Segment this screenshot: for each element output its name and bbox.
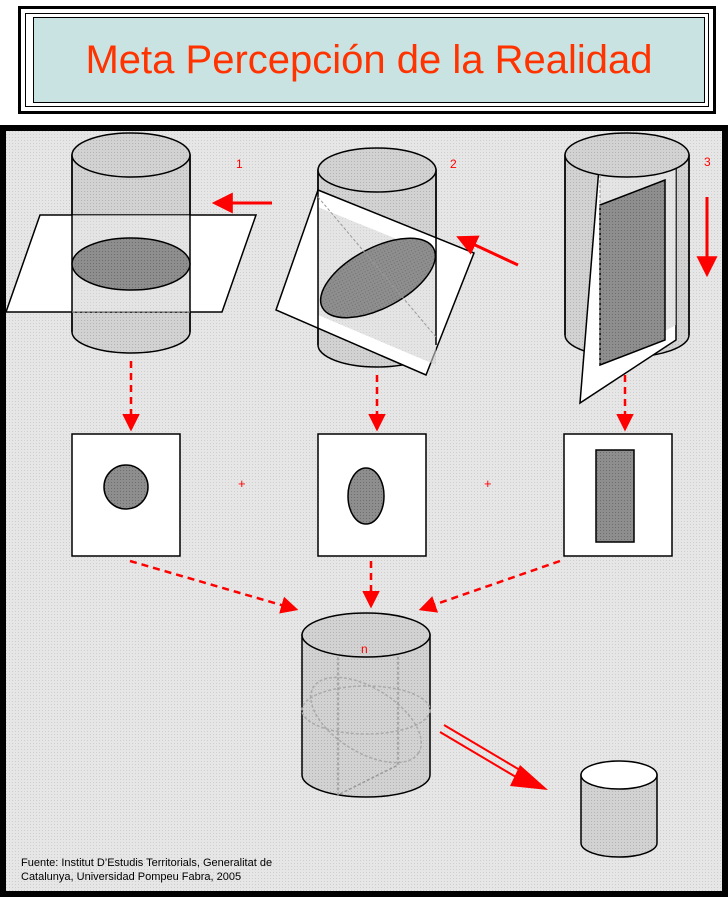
perception-diagram: 1 2 3 + + n Fuente: In bbox=[0, 125, 728, 897]
plus-sign-1: + bbox=[238, 476, 246, 491]
step-label-3: 3 bbox=[704, 155, 711, 169]
projection-rectangle bbox=[563, 433, 673, 557]
title-frame: Meta Percepción de la Realidad bbox=[18, 6, 716, 114]
combine-arrow-left bbox=[129, 559, 299, 614]
source-line-1: Fuente: Institut D’Estudis Territorials,… bbox=[21, 857, 272, 869]
cylinder-horizontal-section bbox=[4, 132, 258, 354]
motion-arrow-2 bbox=[456, 235, 519, 267]
cylinder-result bbox=[580, 760, 658, 858]
page-title: Meta Percepción de la Realidad bbox=[85, 37, 653, 82]
cylinder-vertical-section bbox=[564, 132, 690, 405]
source-line-2: Catalunya, Universidad Pompeu Fabra, 200… bbox=[21, 871, 241, 883]
projection-circle bbox=[71, 433, 181, 557]
step-label-1: 1 bbox=[236, 157, 243, 171]
step-label-2: 2 bbox=[450, 157, 457, 171]
projection-ellipse bbox=[317, 433, 427, 557]
result-label-n: n bbox=[361, 642, 368, 656]
title-frame-inner bbox=[25, 13, 709, 107]
plus-sign-2: + bbox=[484, 476, 492, 491]
title-banner: Meta Percepción de la Realidad bbox=[33, 17, 705, 103]
combine-arrow-right bbox=[418, 559, 561, 613]
cylinder-combined-n bbox=[301, 612, 431, 798]
synthesis-arrow bbox=[439, 724, 548, 790]
cylinder-oblique-section bbox=[275, 147, 475, 376]
